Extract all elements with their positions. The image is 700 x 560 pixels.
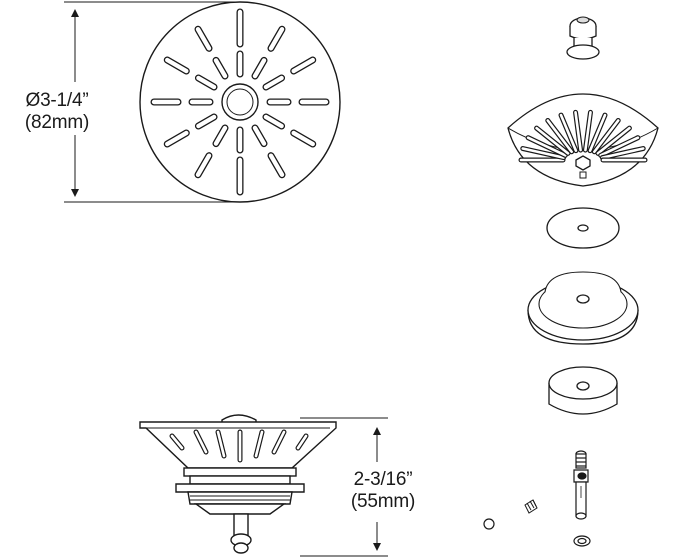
side-slot-inner: [254, 430, 264, 458]
slot-inner: [213, 125, 228, 146]
side-view-strainer: [139, 414, 337, 554]
height-imperial: 2-3/16”: [353, 469, 413, 490]
slot-inner: [268, 153, 285, 177]
seal-housing-icon: [527, 271, 639, 345]
threaded-post-icon: [573, 450, 589, 520]
basket-slot-inner: [593, 119, 620, 154]
basket-slot-inner: [559, 113, 578, 152]
height-label: 2-3/16” (55mm): [345, 469, 421, 513]
top-view-strainer: [139, 1, 341, 203]
diameter-dimension: [64, 1, 238, 203]
diameter-label: Ø3-1/4” (82mm): [12, 90, 102, 134]
side-slot-inner: [272, 430, 286, 454]
basket-slot-inner: [599, 136, 640, 157]
knob-icon: [566, 16, 600, 60]
side-slot-inner: [170, 434, 184, 450]
basket-slot-inner: [526, 136, 567, 157]
slot-inner: [195, 153, 212, 177]
basket-slot-inner: [596, 126, 631, 155]
basket-slots: [518, 109, 648, 163]
basket-slot-inner: [588, 113, 607, 152]
set-screw-icon: [524, 499, 538, 514]
slot-inner: [252, 58, 267, 79]
top-view-slots: [150, 8, 330, 196]
slot-inner: [268, 27, 285, 51]
slot-inner: [252, 125, 267, 146]
basket-slot-inner: [574, 111, 582, 152]
side-slot-inner: [194, 430, 208, 454]
height-dimension: [300, 417, 388, 557]
slot-inner: [196, 75, 217, 90]
slot-inner: [291, 57, 315, 74]
slot-inner: [165, 57, 189, 74]
diameter-metric: (82mm): [24, 112, 90, 133]
basket-slot-inner: [535, 126, 570, 155]
side-slot-inner: [216, 430, 226, 458]
slot-inner: [213, 58, 228, 79]
side-view-slots: [169, 429, 309, 463]
basket-slot-inner: [546, 119, 573, 154]
slot-inner: [165, 130, 189, 147]
slot-inner: [196, 114, 217, 129]
height-metric: (55mm): [350, 491, 416, 512]
basket-slot-inner: [584, 111, 592, 152]
basket-slot-inner: [521, 147, 565, 159]
small-ball-icon: [483, 518, 495, 530]
o-ring-icon: [573, 535, 591, 547]
rubber-stopper-icon: [548, 366, 618, 415]
slot-inner: [263, 75, 284, 90]
basket-slot-inner: [601, 147, 645, 159]
slot-inner: [291, 130, 315, 147]
side-slot-inner: [296, 434, 308, 450]
rubber-washer-icon: [546, 207, 620, 249]
slot-inner: [195, 27, 212, 51]
strainer-basket-icon: [507, 93, 659, 187]
slot-inner: [263, 114, 284, 129]
diameter-imperial: Ø3-1/4”: [25, 90, 89, 111]
